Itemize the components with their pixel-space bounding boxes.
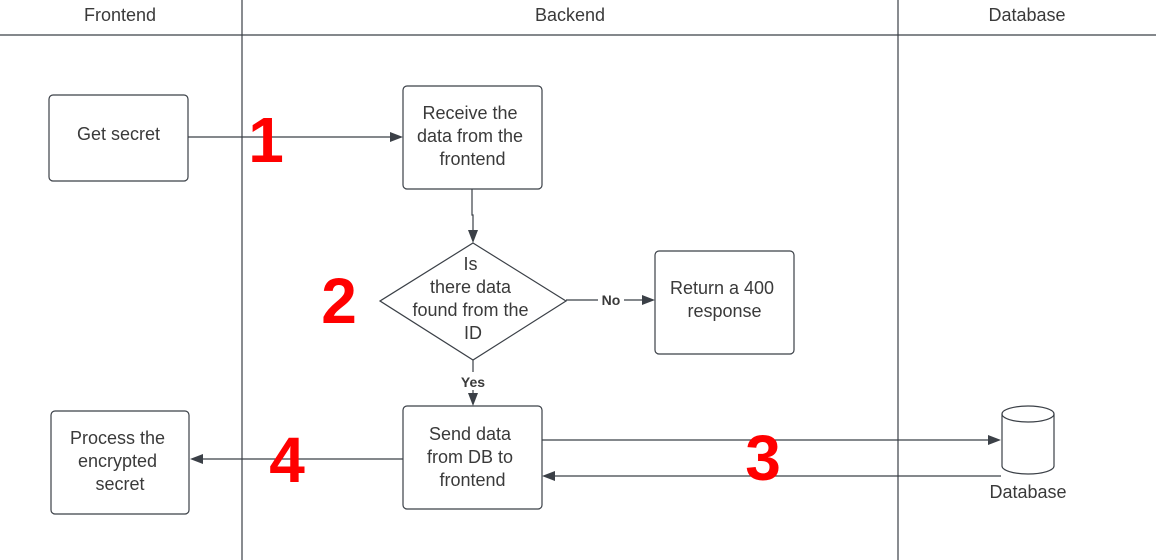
process-line-3: secret [95, 474, 144, 494]
database-cylinder-body [1001, 414, 1055, 475]
step-number-4: 4 [269, 424, 305, 496]
get-secret-box [48, 94, 189, 182]
no-label-bg [598, 291, 624, 309]
process-line-2: encrypted [78, 451, 157, 471]
send-text: Send data from DB to frontend [427, 424, 518, 490]
step-number-2: 2 [321, 265, 357, 337]
edges [188, 132, 1001, 481]
receive-line-2: data from the [417, 126, 523, 146]
send-line-1: Send data [429, 424, 512, 444]
node-send: Send data from DB to frontend [402, 405, 543, 510]
arrowhead-receive [390, 132, 403, 142]
step-number-3: 3 [745, 422, 781, 494]
receive-line-3: frontend [439, 149, 505, 169]
edge-label-no: No [602, 292, 621, 308]
receive-text: Receive the data from the frontend [417, 103, 528, 169]
node-receive: Receive the data from the frontend [402, 85, 543, 190]
decision-line-1: Is [463, 254, 477, 274]
database-cylinder-top [1001, 405, 1055, 423]
arrowhead-send-return [542, 471, 555, 481]
node-get-secret: Get secret [48, 94, 189, 182]
process-box [50, 410, 190, 515]
decision-diamond [378, 242, 568, 361]
edge-receive-to-decision [471, 189, 474, 232]
arrowhead-send [468, 393, 478, 406]
decision-text: Is there data found from the ID [412, 254, 533, 343]
decision-line-3: found from the [412, 300, 528, 320]
database-label: Database [989, 482, 1066, 502]
process-text: Process the encrypted secret [70, 428, 170, 494]
get-secret-line: Get secret [77, 124, 160, 144]
receive-line-1: Receive the [422, 103, 517, 123]
decision-line-4: ID [464, 323, 482, 343]
return400-line-1: Return a 400 [670, 278, 774, 298]
yes-label-bg [456, 372, 490, 390]
arrowhead-database [988, 435, 1001, 445]
decision-line-2: there data [430, 277, 512, 297]
send-line-2: from DB to [427, 447, 513, 467]
lane-title-backend: Backend [535, 5, 605, 25]
node-decision: Is there data found from the ID [378, 242, 568, 361]
return400-text: Return a 400 response [670, 278, 779, 321]
arrowhead-return400 [642, 295, 655, 305]
arrowhead-process [190, 454, 203, 464]
arrowhead-decision [468, 230, 478, 243]
return400-box [654, 250, 795, 355]
send-box [402, 405, 543, 510]
get-secret-text: Get secret [77, 124, 160, 144]
receive-box [402, 85, 543, 190]
node-process: Process the encrypted secret [50, 410, 190, 515]
edge-label-yes: Yes [461, 374, 485, 390]
send-line-3: frontend [439, 470, 505, 490]
node-database: Database [989, 405, 1067, 502]
step-number-1: 1 [248, 104, 284, 176]
process-line-1: Process the [70, 428, 165, 448]
lane-title-frontend: Frontend [84, 5, 156, 25]
lane-title-database: Database [988, 5, 1065, 25]
node-return400: Return a 400 response [654, 250, 795, 355]
return400-line-2: response [687, 301, 761, 321]
